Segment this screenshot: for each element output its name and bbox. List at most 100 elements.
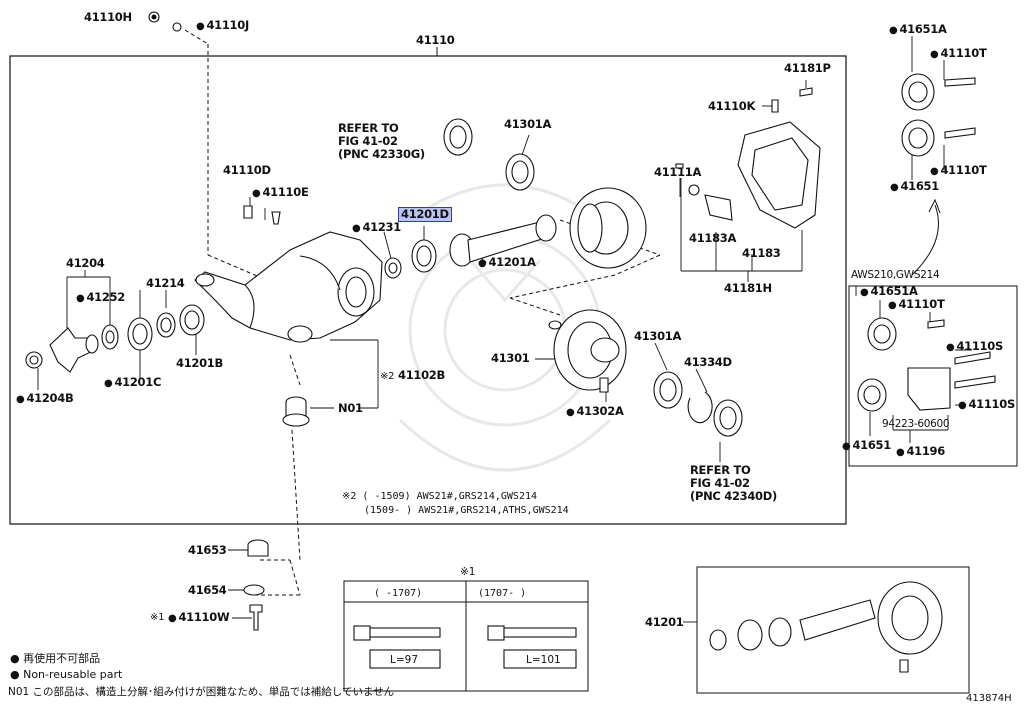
part-41181H-cover-icon[interactable] [737, 121, 821, 229]
part-41302A-bolt-icon[interactable] [599, 377, 609, 393]
label-41110S-2[interactable]: 41110S [958, 398, 1015, 412]
part-41110D-icon[interactable] [243, 205, 253, 219]
label-41102B[interactable]: 41102B [398, 368, 445, 382]
part-41301A-bearing-mid-icon[interactable] [653, 371, 683, 409]
bolt-41110T-mid-icon[interactable] [927, 319, 945, 329]
label-N01[interactable]: N01 [338, 401, 363, 415]
label-41204B[interactable]: 41204B [16, 392, 73, 406]
oil-seal-side-icon[interactable] [713, 399, 743, 437]
label-41334D[interactable]: 41334D [684, 355, 732, 369]
part-41334D-ring-icon[interactable] [687, 391, 713, 424]
label-41102B-mark: ※2 [380, 371, 395, 382]
part-41111A-icon[interactable] [675, 163, 684, 169]
bolt-41110T-bottom-icon[interactable] [944, 127, 976, 139]
part-41201B-bearing-icon[interactable] [179, 304, 205, 336]
bolt-col1-header: ( -1707) [374, 588, 423, 599]
part-41204B-nut-icon[interactable] [25, 351, 43, 369]
part-41651A-top-icon[interactable] [901, 73, 935, 111]
footnote-2-line-b: (1509- ) AWS21#,GRS214,ATHS,GWS214 [364, 505, 569, 516]
refer-fig-41-02-line1: REFER TO [338, 121, 399, 135]
part-41651-mid-icon[interactable] [857, 378, 887, 412]
differential-carrier-housing[interactable] [194, 231, 383, 343]
part-41110W-bolt-icon[interactable] [249, 604, 263, 631]
label-41301A-mid[interactable]: 41301A [634, 329, 682, 343]
part-41654-washer-icon[interactable] [243, 584, 265, 596]
bolt-col1-length: L=97 [390, 654, 419, 666]
part-41651A-mid-icon[interactable] [867, 317, 897, 351]
label-41183[interactable]: 41183 [742, 246, 781, 260]
label-41110S-1[interactable]: 41110S [946, 340, 1003, 354]
label-41201C[interactable]: 41201C [104, 376, 161, 390]
label-41201A[interactable]: 41201A [478, 256, 535, 270]
bolt-41110S-icon[interactable] [954, 351, 996, 389]
part-41201D-icon[interactable] [411, 239, 437, 273]
part-41201C-bearing-icon[interactable] [127, 317, 153, 351]
label-41654[interactable]: 41654 [188, 583, 227, 597]
label-41653[interactable]: 41653 [188, 543, 227, 557]
label-41181H[interactable]: 41181H [724, 281, 772, 295]
label-41110T-top2[interactable]: 41110T [930, 164, 986, 178]
bolt-41110T-top-icon[interactable] [944, 77, 976, 87]
part-41110K-icon[interactable] [771, 99, 779, 113]
label-41110H[interactable]: 41110H [84, 10, 132, 24]
label-41196[interactable]: 41196 [896, 445, 945, 459]
oil-seal-front-icon[interactable] [443, 118, 473, 156]
legend-n01-note: N01 この部品は、構造上分解･組み付けが困難なため、単品では補給していません [8, 686, 395, 698]
label-41252[interactable]: 41252 [76, 291, 125, 305]
label-41110K[interactable]: 41110K [708, 99, 756, 113]
label-41183A[interactable]: 41183A [689, 231, 737, 245]
part-41301-diff-case-icon[interactable] [548, 309, 627, 391]
refer-fig-41-02-line2: FIG 41-02 [338, 134, 398, 148]
label-41651A-mid[interactable]: 41651A [860, 285, 917, 299]
label-41302A[interactable]: 41302A [566, 405, 623, 419]
label-41204[interactable]: 41204 [66, 256, 105, 270]
part-41110H-icon[interactable] [148, 11, 160, 23]
part-41204-flange-icon[interactable] [49, 327, 99, 373]
aws-variant-header: AWS210,GWS214 [851, 269, 940, 281]
part-41252-seal-icon[interactable] [101, 324, 119, 350]
part-41231-icon[interactable] [384, 257, 402, 279]
label-41110T-mid[interactable]: 41110T [888, 298, 944, 312]
label-41651-top[interactable]: 41651 [890, 180, 939, 194]
label-41110[interactable]: 41110 [416, 33, 455, 47]
footnote-1-mark: ※1 [460, 566, 476, 578]
label-41110E[interactable]: 41110E [252, 186, 308, 200]
part-41651-top-icon[interactable] [901, 119, 935, 157]
part-41653-cushion-icon[interactable] [247, 539, 269, 557]
bolt-variant-1-icon [353, 625, 441, 641]
part-41183-bolt-icon[interactable] [688, 184, 700, 196]
label-41301[interactable]: 41301 [491, 351, 530, 365]
part-41196-bracket-icon[interactable] [907, 367, 951, 411]
aws-variant-frame [848, 285, 1018, 467]
label-41201[interactable]: 41201 [645, 615, 684, 629]
part-41201A-pinion-icon[interactable] [449, 214, 557, 267]
label-41111A[interactable]: 41111A [654, 165, 702, 179]
part-41183A-bracket-icon[interactable] [704, 194, 733, 221]
label-41201B[interactable]: 41201B [176, 356, 223, 370]
label-41110D[interactable]: 41110D [223, 163, 271, 177]
refer-pnc-42330G[interactable]: (PNC 42330G) [338, 147, 425, 161]
part-41181P-icon[interactable] [799, 87, 813, 97]
label-41110W[interactable]: 41110W [168, 611, 229, 625]
label-41181P[interactable]: 41181P [784, 61, 831, 75]
label-41214[interactable]: 41214 [146, 276, 185, 290]
label-41110J[interactable]: 41110J [196, 19, 249, 33]
part-N01-mount-icon[interactable] [282, 396, 310, 427]
part-41110E-icon[interactable] [271, 211, 281, 225]
part-41214-spacer-icon[interactable] [156, 312, 176, 338]
part-41110J-icon[interactable] [172, 22, 182, 32]
label-41301A-top[interactable]: 41301A [504, 117, 552, 131]
label-41110W-mark: ※1 [150, 612, 165, 623]
label-41231[interactable]: 41231 [352, 221, 401, 235]
refer-pnc-42340D[interactable]: (PNC 42340D) [690, 489, 777, 503]
ring-gear-icon[interactable] [569, 187, 647, 269]
label-41201D-highlighted[interactable]: 41201D [398, 207, 452, 222]
label-41651A-top[interactable]: 41651A [889, 23, 946, 37]
label-41651-mid[interactable]: 41651 [842, 439, 891, 453]
ring-pinion-kit-icon[interactable] [709, 581, 943, 673]
label-41110T-top1[interactable]: 41110T [930, 47, 986, 61]
label-94223-60600[interactable]: 94223-60600 [882, 418, 950, 430]
part-41301A-bearing-icon[interactable] [505, 153, 535, 191]
footnote-2-line-a: ※2 ( -1509) AWS21#,GRS214,GWS214 [342, 491, 538, 502]
